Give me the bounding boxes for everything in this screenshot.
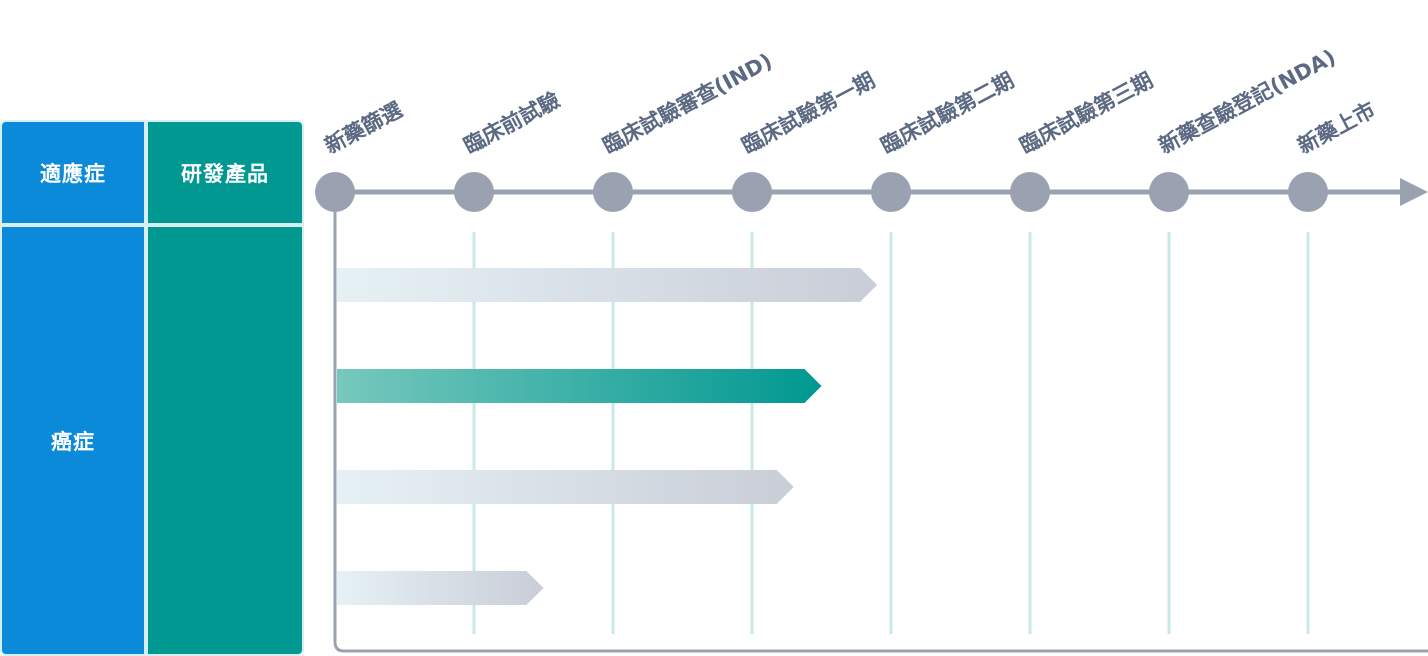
axis-frame [333, 192, 1428, 653]
pipeline-bar [337, 369, 822, 403]
stage-dot [315, 172, 355, 212]
stage-dot [1010, 172, 1050, 212]
pipeline-bar [337, 470, 794, 504]
stage-dot [593, 172, 633, 212]
axis-arrowhead [1400, 178, 1428, 206]
stage-dot [871, 172, 911, 212]
pipeline-bar [337, 268, 878, 302]
stage-dot [732, 172, 772, 212]
stage-dot [1288, 172, 1328, 212]
stage-dot [454, 172, 494, 212]
pipeline-bar [337, 571, 544, 605]
pipeline-table: 適應症 研發產品 癌症 [0, 120, 304, 656]
product-cell [148, 227, 302, 654]
indication-cell: 癌症 [2, 227, 144, 654]
header-indication: 適應症 [2, 122, 144, 223]
stage-dot [1149, 172, 1189, 212]
header-product: 研發產品 [148, 122, 302, 223]
